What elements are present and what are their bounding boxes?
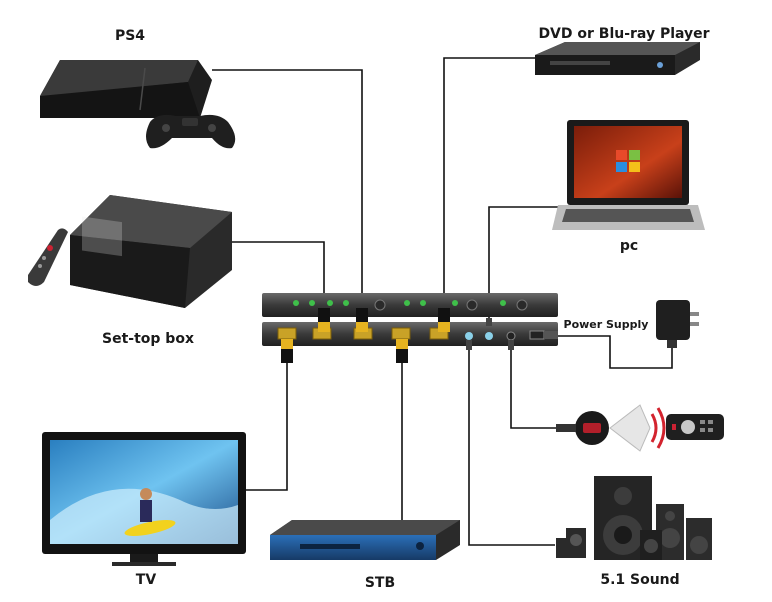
settop-box (70, 195, 232, 308)
sound-label: 5.1 Sound (600, 572, 679, 588)
windows-logo-icon (616, 150, 640, 172)
ir-cable (510, 346, 558, 429)
tv-label: TV (136, 572, 157, 588)
dvd-cable (443, 57, 535, 308)
ps4-cable (212, 69, 363, 308)
tv-cable (245, 360, 288, 491)
hdmi-matrix-rear-panel (262, 322, 558, 346)
ir-signal-icon (609, 404, 666, 452)
dvd-player (535, 42, 700, 75)
pc-cable (488, 206, 565, 320)
status-leds (293, 300, 506, 306)
tv-screen (42, 432, 246, 566)
power-label: Power Supply (564, 318, 649, 331)
pc-label: pc (620, 238, 638, 254)
remote-control-icon (28, 228, 68, 286)
pc-laptop (552, 120, 705, 230)
speaker-system-icon (556, 476, 712, 560)
stb-device (270, 520, 460, 560)
settop-label: Set-top box (102, 331, 194, 347)
dvd-label: DVD or Blu-ray Player (538, 26, 709, 42)
ps4-label: PS4 (115, 28, 145, 44)
panel-buttons (374, 299, 528, 311)
hdmi-plugs (281, 308, 558, 363)
surfer-icon (124, 488, 176, 536)
ps4-console (40, 60, 212, 118)
settop-cable (232, 241, 325, 308)
ir-remote-icon (666, 414, 724, 440)
ps4-controller-icon (146, 114, 236, 149)
sound-cable (468, 348, 555, 546)
hdmi-matrix-front-panel (262, 293, 558, 317)
wires (212, 57, 673, 546)
stb-label: STB (365, 575, 395, 591)
power-adapter-icon (656, 300, 699, 348)
ir-receiver-icon (556, 411, 609, 445)
power-cable (556, 335, 673, 369)
